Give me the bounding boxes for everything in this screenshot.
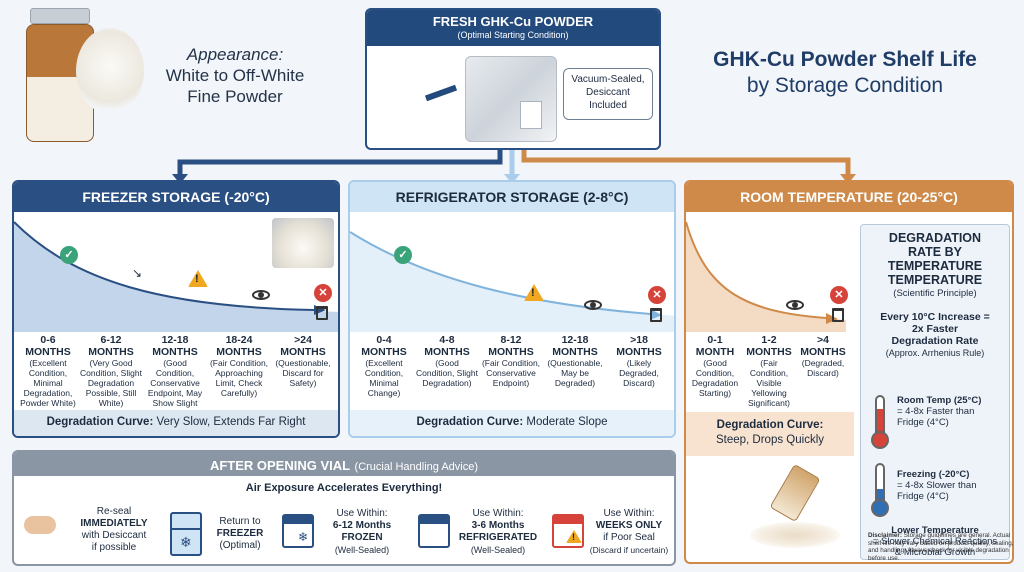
after-title-note: (Crucial Handling Advice) xyxy=(354,461,479,473)
after-subtitle: Air Exposure Accelerates Everything! xyxy=(245,482,443,494)
page-title: GHK-Cu Powder Shelf Life by Storage Cond… xyxy=(680,48,1010,98)
fridge-curve xyxy=(350,231,674,332)
check-icon: ✓ xyxy=(60,246,78,264)
trash-icon xyxy=(316,306,328,320)
trash-icon xyxy=(650,308,662,322)
within-fridge-text: Use Within: 3-6 Months REFRIGERATED (Wel… xyxy=(458,508,538,555)
discard-icon: ✕ xyxy=(314,284,332,302)
disclaimer: Disclaimer: Storage guidelines are gener… xyxy=(868,532,1014,562)
appearance-text: Appearance: White to Off-White Fine Powd… xyxy=(150,44,320,107)
rate-title: DEGRADATION RATE BY TEMPERATURE TEMPERAT… xyxy=(887,231,983,287)
warning-icon: ! xyxy=(524,284,544,301)
room-curve-note: Degradation Curve: Steep, Drops Quickly xyxy=(686,412,854,456)
degradation-rate-box: DEGRADATION RATE BY TEMPERATURE TEMPERAT… xyxy=(860,224,1010,560)
branch-arrows xyxy=(172,150,856,184)
spilled-vial-image xyxy=(750,463,850,554)
fridge-title: REFRIGERATOR STORAGE (2-8°C) xyxy=(395,189,629,205)
return-text: Return to FREEZER (Optimal) xyxy=(216,516,264,551)
fresh-subtitle: (Optimal Starting Condition) xyxy=(457,30,569,40)
appearance-line2: Fine Powder xyxy=(187,87,283,106)
fresh-powder-box: FRESH GHK-Cu POWDER (Optimal Starting Co… xyxy=(365,8,661,150)
pack-line3: Included xyxy=(589,100,627,111)
discard-icon: ✕ xyxy=(830,286,848,304)
trash-icon xyxy=(832,308,844,322)
freezing-text: Freezing (-20°C) = 4-8x Slower than Frid… xyxy=(897,469,977,502)
eye-icon xyxy=(584,300,602,310)
page-title-line2: by Storage Condition xyxy=(746,74,944,97)
eye-icon xyxy=(786,300,804,310)
hand-vial-icon xyxy=(24,510,68,560)
within-frozen-text: Use Within: 6-12 Months FROZEN (Well-Sea… xyxy=(332,508,392,555)
lower-temp-text: Lower Temperature = Slower Chemical Reac… xyxy=(872,525,998,558)
arrow-down-icon: ↘ xyxy=(132,266,143,280)
calendar-fridge-icon xyxy=(418,514,450,548)
pack-note: Vacuum-Sealed, Desiccant Included xyxy=(563,68,653,120)
within-poor-seal-text: Use Within: WEEKS ONLY if Poor Seal (Dis… xyxy=(589,508,669,555)
after-title: AFTER OPENING VIAL xyxy=(209,458,351,473)
check-icon: ✓ xyxy=(394,246,412,264)
powder-closeup-image xyxy=(272,218,334,268)
rate-rule-note: (Approx. Arrhenius Rule) xyxy=(885,348,985,358)
room-temp-text: Room Temp (25°C) = 4-8x Faster than Frid… xyxy=(897,395,982,428)
page-title-line1: GHK-Cu Powder Shelf Life xyxy=(713,48,977,71)
eye-icon xyxy=(252,290,270,300)
pack-line2: Desiccant xyxy=(586,87,630,98)
rate-rule: Every 10°C Increase = 2x Faster Degradat… xyxy=(880,311,990,347)
fridge-curve-note: Degradation Curve: Moderate Slope xyxy=(350,410,674,436)
warning-icon: ! xyxy=(188,270,208,287)
discard-icon: ✕ xyxy=(648,286,666,304)
pack-line1: Vacuum-Sealed, xyxy=(571,74,645,85)
calendar-warning-icon: ! xyxy=(552,514,584,548)
freezer-icon: ❄ xyxy=(170,512,202,556)
fresh-title: FRESH GHK-Cu POWDER xyxy=(432,14,594,29)
powder-jar-image xyxy=(24,8,144,148)
rate-subtitle: (Scientific Principle) xyxy=(893,288,977,299)
room-title: ROOM TEMPERATURE (20-25°C) xyxy=(740,189,958,205)
after-opening-panel: AFTER OPENING VIAL (Crucial Handling Adv… xyxy=(12,450,676,566)
calendar-frozen-icon: ❄ xyxy=(282,514,314,548)
freezer-curve-note: Degradation Curve: Very Slow, Extends Fa… xyxy=(14,410,338,436)
vacuum-pack-image xyxy=(465,56,557,142)
appearance-line1: White to Off-White xyxy=(165,66,305,85)
appearance-label: Appearance: xyxy=(186,45,284,64)
reseal-text: Re-seal IMMEDIATELY with Desiccant if po… xyxy=(80,506,148,553)
freezer-title: FREEZER STORAGE (-20°C) xyxy=(82,189,270,205)
